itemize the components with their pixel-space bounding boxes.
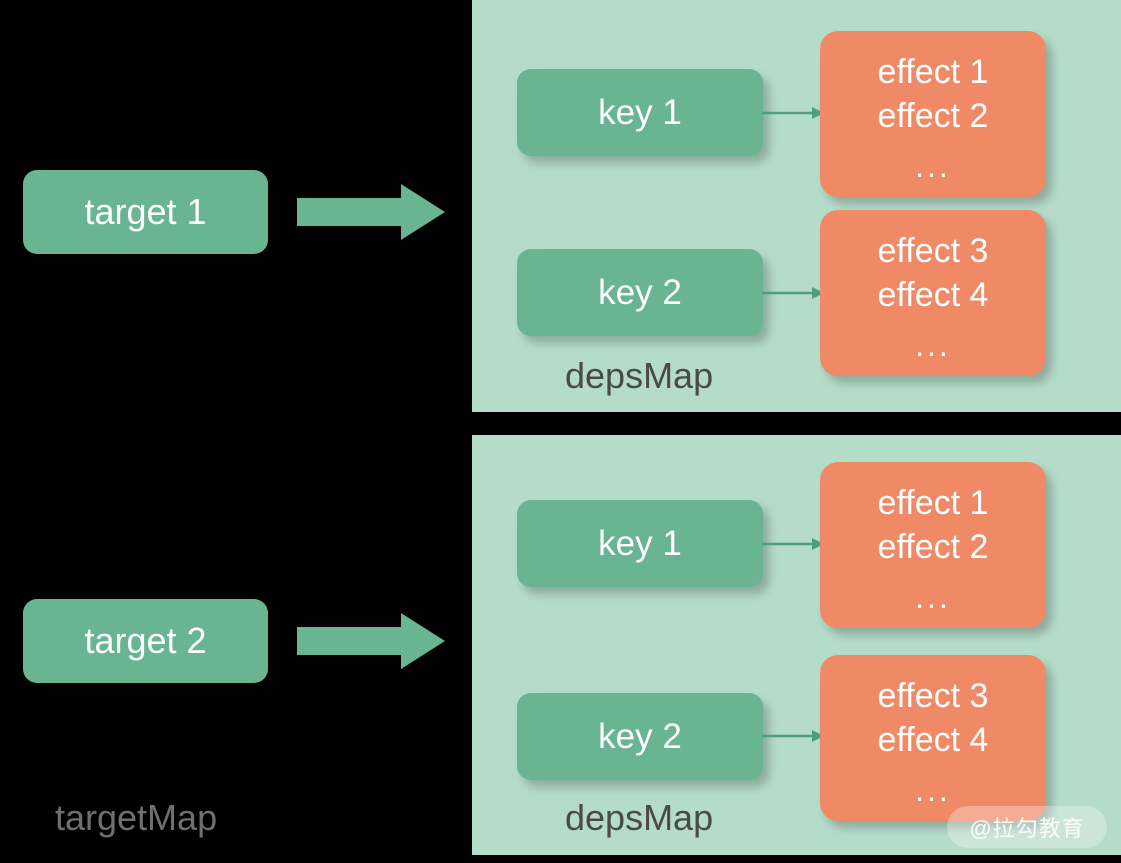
key-label: key 2	[598, 716, 682, 756]
target-2-box[interactable]: target 2	[23, 599, 268, 683]
arrow-right-block-icon	[297, 184, 445, 240]
arrow-right-thin-icon	[762, 538, 824, 550]
arrow-right-thin-icon	[762, 287, 824, 299]
depsmap-caption-bottom: depsMap	[565, 797, 714, 838]
key-label: key 1	[598, 92, 682, 132]
arrow-right-thin-icon	[762, 730, 824, 742]
effects-box-top-2[interactable]: effect 3 effect 4 ...	[820, 210, 1046, 376]
arrow-right-thin-icon	[762, 107, 824, 119]
effect-ellipsis: ...	[915, 772, 951, 808]
watermark-text: @拉勾教育	[969, 816, 1085, 841]
key-box-bottom-2[interactable]: key 2	[517, 693, 763, 780]
effect-label: effect 3	[877, 677, 989, 715]
effect-ellipsis: ...	[915, 148, 951, 184]
key-box-top-1[interactable]: key 1	[517, 69, 763, 156]
target-1-box[interactable]: target 1	[23, 170, 268, 254]
watermark-badge: @拉勾教育	[947, 806, 1107, 848]
effect-label: effect 2	[877, 97, 989, 135]
target-1-label: target 1	[84, 191, 207, 232]
effect-label: effect 3	[877, 232, 989, 270]
effects-box-bottom-2[interactable]: effect 3 effect 4 ...	[820, 655, 1046, 821]
effect-label: effect 4	[877, 721, 989, 759]
effect-ellipsis: ...	[915, 579, 951, 615]
effect-ellipsis: ...	[915, 327, 951, 363]
key-box-bottom-1[interactable]: key 1	[517, 500, 763, 587]
key-label: key 2	[598, 272, 682, 312]
effect-label: effect 1	[877, 484, 989, 522]
effect-label: effect 1	[877, 53, 989, 91]
effects-box-top-1[interactable]: effect 1 effect 2 ...	[820, 31, 1046, 197]
targetmap-caption: targetMap	[55, 797, 218, 838]
effect-label: effect 4	[877, 276, 989, 314]
depsmap-caption-top: depsMap	[565, 355, 714, 396]
key-label: key 1	[598, 523, 682, 563]
key-box-top-2[interactable]: key 2	[517, 249, 763, 336]
effect-label: effect 2	[877, 528, 989, 566]
target-2-label: target 2	[84, 620, 207, 661]
arrow-right-block-icon	[297, 613, 445, 669]
effects-box-bottom-1[interactable]: effect 1 effect 2 ...	[820, 462, 1046, 628]
